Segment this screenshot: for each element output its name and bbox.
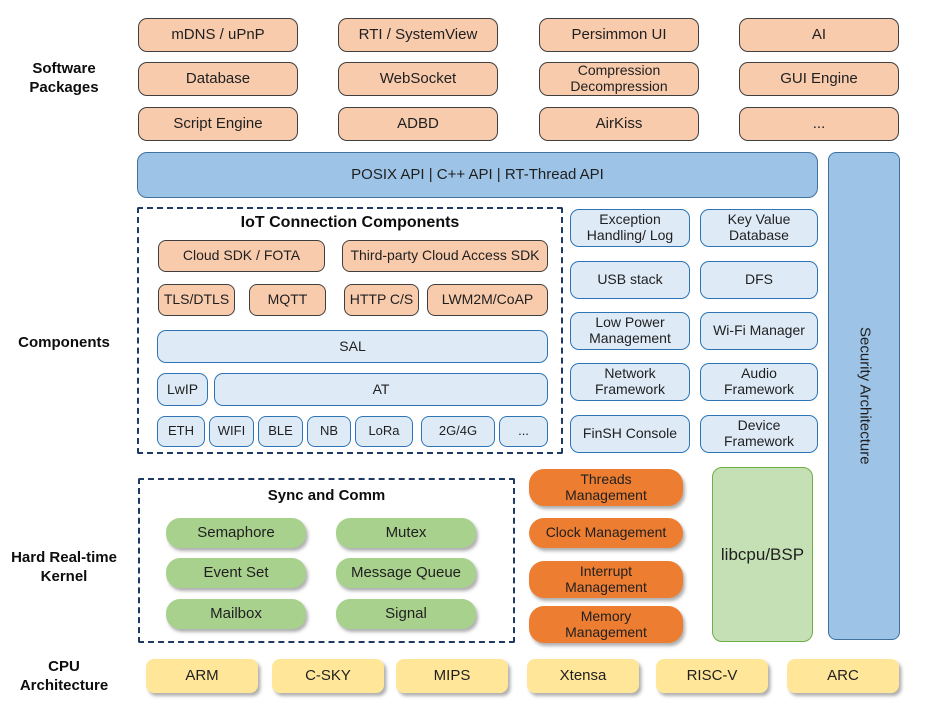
cpu-mips: MIPS <box>396 659 508 693</box>
cpu-xtensa: Xtensa <box>527 659 639 693</box>
kernel-interrupt-management: Interrupt Management <box>529 561 683 598</box>
package-websocket: WebSocket <box>338 62 498 96</box>
kernel-clock-management: Clock Management <box>529 518 683 548</box>
iot-third-party-sdk: Third-party Cloud Access SDK <box>342 240 548 272</box>
package-database: Database <box>138 62 298 96</box>
package-ai: AI <box>739 18 899 52</box>
kernel-message-queue: Message Queue <box>336 558 476 588</box>
libcpu-bsp-box: libcpu/BSP <box>712 467 813 642</box>
kernel-memory-management: Memory Management <box>529 606 683 643</box>
iot-sal: SAL <box>157 330 548 363</box>
iot-lwip: LwIP <box>157 373 208 406</box>
security-architecture-bar: Security Architecture <box>828 152 900 640</box>
iot-lwm2m-coap: LWM2M/CoAP <box>427 284 548 316</box>
package-persimmon-ui: Persimmon UI <box>539 18 699 52</box>
sync-and-comm-box <box>138 478 515 643</box>
kernel-semaphore: Semaphore <box>166 518 306 548</box>
kernel-signal: Signal <box>336 599 476 629</box>
iot-connection-components-title: IoT Connection Components <box>240 214 460 232</box>
iot-link-nb: NB <box>307 416 351 447</box>
package-compression-decompression: Compression Decompression <box>539 62 699 96</box>
package-adbd: ADBD <box>338 107 498 141</box>
service-network-framework: Network Framework <box>570 363 690 401</box>
package-mdns-upnp: mDNS / uPnP <box>138 18 298 52</box>
section-label-cpu-architecture: CPU Architecture <box>19 658 109 694</box>
iot-link-2g4g: 2G/4G <box>421 416 495 447</box>
service-device-framework: Device Framework <box>700 415 818 453</box>
package-rti-systemview: RTI / SystemView <box>338 18 498 52</box>
kernel-mailbox: Mailbox <box>166 599 306 629</box>
service-finsh-console: FinSH Console <box>570 415 690 453</box>
package-more: ... <box>739 107 899 141</box>
iot-link-lora: LoRa <box>355 416 413 447</box>
service-wifi-manager: Wi-Fi Manager <box>700 312 818 350</box>
iot-http-cs: HTTP C/S <box>344 284 419 316</box>
api-bar: POSIX API | C++ API | RT-Thread API <box>137 152 818 198</box>
section-label-software-packages: Software Packages <box>29 60 99 96</box>
section-label-hard-real-time-kernel: Hard Real-time Kernel <box>11 549 117 585</box>
service-low-power: Low Power Management <box>570 312 690 350</box>
iot-mqtt: MQTT <box>249 284 326 316</box>
service-dfs: DFS <box>700 261 818 299</box>
iot-link-wifi: WIFI <box>209 416 254 447</box>
cpu-arc: ARC <box>787 659 899 693</box>
package-airkiss: AirKiss <box>539 107 699 141</box>
cpu-c-sky: C-SKY <box>272 659 384 693</box>
service-exception-log: Exception Handling/ Log <box>570 209 690 247</box>
iot-tls-dtls: TLS/DTLS <box>158 284 235 316</box>
service-audio-framework: Audio Framework <box>700 363 818 401</box>
kernel-threads-management: Threads Management <box>529 469 683 506</box>
iot-cloud-sdk-fota: Cloud SDK / FOTA <box>158 240 325 272</box>
section-label-components: Components <box>18 333 110 351</box>
package-gui-engine: GUI Engine <box>739 62 899 96</box>
iot-link-eth: ETH <box>157 416 205 447</box>
kernel-mutex: Mutex <box>336 518 476 548</box>
iot-link-more: ... <box>499 416 548 447</box>
service-usb-stack: USB stack <box>570 261 690 299</box>
package-script-engine: Script Engine <box>138 107 298 141</box>
sync-and-comm-title: Sync and Comm <box>267 486 386 504</box>
iot-at: AT <box>214 373 548 406</box>
service-key-value-db: Key Value Database <box>700 209 818 247</box>
kernel-event-set: Event Set <box>166 558 306 588</box>
cpu-arm: ARM <box>146 659 258 693</box>
iot-link-ble: BLE <box>258 416 303 447</box>
cpu-risc-v: RISC-V <box>656 659 768 693</box>
iot-connection-components-box <box>137 207 563 454</box>
